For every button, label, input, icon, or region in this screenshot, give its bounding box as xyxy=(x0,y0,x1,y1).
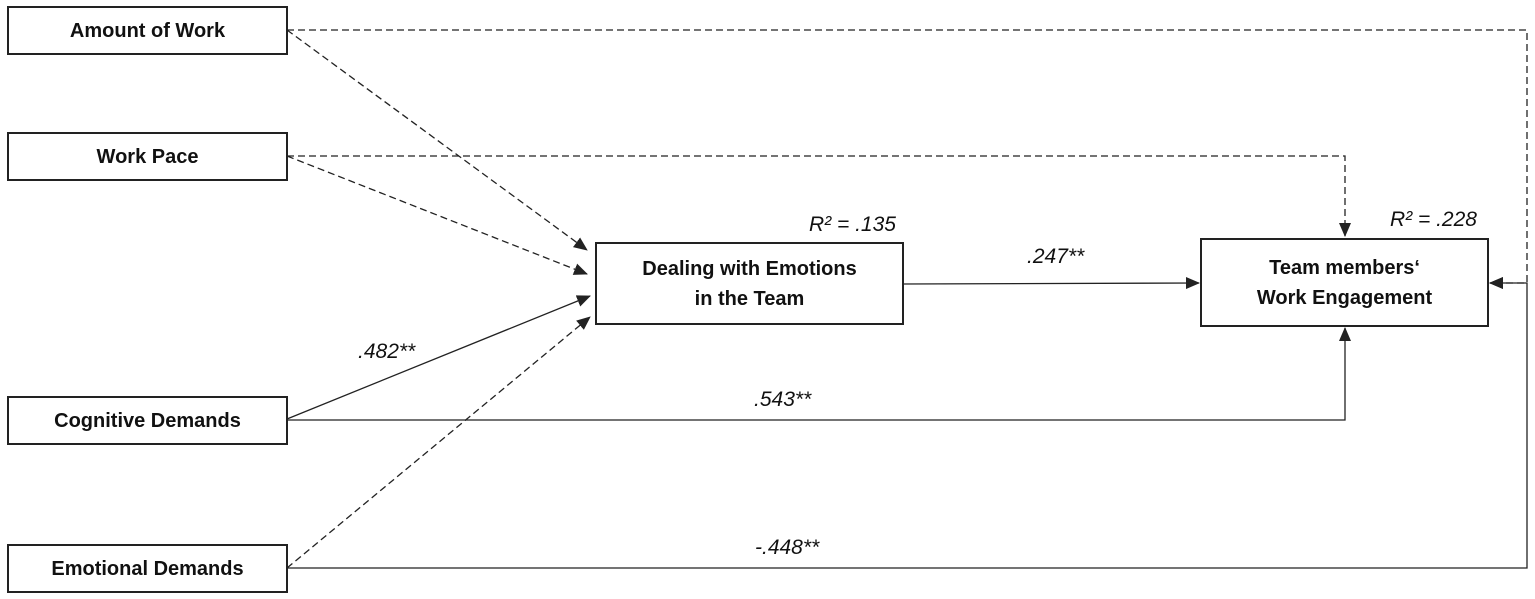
node-cognitive-demands: Cognitive Demands xyxy=(7,396,288,445)
node-amount-of-work: Amount of Work xyxy=(7,6,288,55)
node-amount-of-work-label: Amount of Work xyxy=(69,19,226,42)
path-amount-to-emotions xyxy=(286,29,588,251)
path-emotional-to-engagement xyxy=(287,277,1528,569)
node-dealing-with-emotions-line2: in the Team xyxy=(694,287,805,310)
node-emotional-demands-label: Emotional Demands xyxy=(51,557,244,580)
coef-emotions-to-engagement: .247** xyxy=(1027,245,1085,268)
coef-cognitive-to-engagement: .543** xyxy=(754,388,812,411)
node-cognitive-demands-label: Cognitive Demands xyxy=(54,409,241,432)
node-work-engagement-line1: Team members‘ xyxy=(1269,256,1420,279)
path-cognitive-to-engagement xyxy=(287,327,1351,421)
node-dealing-with-emotions-line1: Dealing with Emotions xyxy=(642,257,857,280)
r-squared-dealing-with-emotions: R² = .135 xyxy=(809,213,896,236)
path-emotional-to-emotions xyxy=(286,316,591,569)
coef-cognitive-to-emotions: .482** xyxy=(358,340,416,363)
path-emotions-to-engagement xyxy=(902,277,1200,290)
path-cognitive-to-emotions xyxy=(286,295,591,420)
node-emotional-demands: Emotional Demands xyxy=(7,544,288,593)
path-pace-to-engagement xyxy=(287,155,1351,237)
r-squared-work-engagement: R² = .228 xyxy=(1390,208,1477,231)
node-work-engagement-line2: Work Engagement xyxy=(1256,286,1433,309)
node-dealing-with-emotions: Dealing with Emotions in the Team xyxy=(595,242,904,325)
node-work-engagement: Team members‘ Work Engagement xyxy=(1200,238,1489,327)
node-work-pace: Work Pace xyxy=(7,132,288,181)
node-work-pace-label: Work Pace xyxy=(96,145,199,168)
path-pace-to-emotions xyxy=(286,155,588,275)
coef-emotional-to-engagement: -.448** xyxy=(755,536,820,559)
